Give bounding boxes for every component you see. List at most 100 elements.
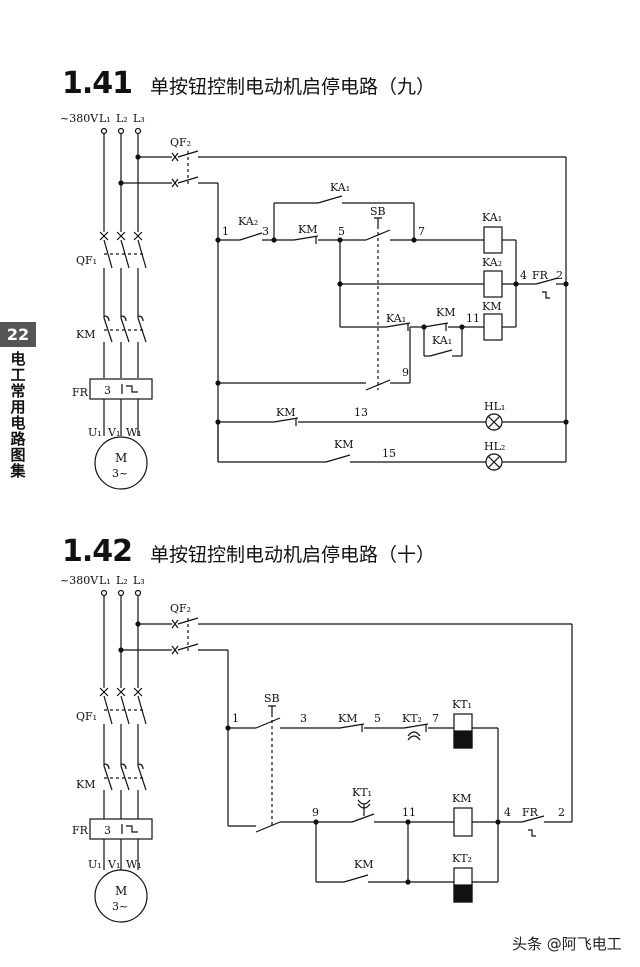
node-7: 7 [418, 225, 425, 238]
terminal-l2 [117, 127, 125, 135]
node-5b: 5 [374, 712, 381, 725]
qf2-label-2: QF₂ [170, 602, 191, 615]
km-no-contact [325, 454, 351, 463]
label-l2-2: L₂ [116, 574, 128, 587]
node-9: 9 [402, 366, 409, 379]
label-l3-2: L₃ [133, 574, 145, 587]
label-v1-2: V₁ [107, 858, 120, 871]
ka2-contact-label: KA₂ [238, 215, 258, 228]
node-4b: 4 [504, 806, 511, 819]
motor-label: M [115, 451, 127, 465]
motor-phase-2: 3~ [112, 900, 128, 913]
qf2-contact [171, 152, 179, 188]
coil-km [483, 313, 503, 341]
voltage-label-2: ~380V [60, 574, 99, 587]
qf2-contact-2 [171, 619, 179, 655]
km-nc3-contact [273, 417, 299, 426]
lamp-hl1-cross [487, 415, 501, 429]
km-no-label-2: KM [354, 858, 373, 871]
node-3b: 3 [300, 712, 307, 725]
fr-heater-box-2 [89, 818, 153, 840]
terminal-l2-2 [117, 589, 125, 597]
junction [513, 281, 519, 287]
qf1-blade [103, 695, 113, 725]
label-u1-2: U₁ [88, 858, 102, 871]
junction [495, 819, 501, 825]
sb-contact-b [255, 821, 281, 833]
ka1-no-label: KA₁ [432, 334, 452, 347]
node-1b: 1 [232, 712, 239, 725]
km-main-label: KM [76, 328, 95, 341]
junction [563, 281, 569, 287]
fr-contact-label-2: FR [522, 806, 539, 819]
qf2-label: QF₂ [170, 136, 191, 149]
coil-km-2 [453, 807, 473, 837]
fr-nc-contact [535, 277, 559, 299]
kt2-delay-contact [403, 723, 429, 741]
terminal-l3 [134, 127, 142, 135]
motor-phase: 3~ [112, 467, 128, 480]
km-no-label: KM [334, 438, 353, 451]
section-2-number: 1.42 [62, 534, 133, 569]
circuit-diagram-1-42: ~380V L₁ L₂ L₃ QF₂ QF₁ KM FR 3 U₁ V₁ W₁ … [60, 574, 573, 923]
motor-symbol [94, 436, 148, 490]
label-l1-2: L₁ [99, 574, 111, 587]
km-nc-label: KM [298, 223, 317, 236]
label-l3: L₃ [133, 112, 145, 125]
lamp-hl2-cross [487, 455, 501, 469]
sb-button-2 [268, 705, 276, 714]
coil-km-label-2: KM [452, 792, 471, 805]
coil-kt2-delay [453, 884, 473, 903]
node-2b: 2 [558, 806, 565, 819]
qf1-contacts-2 [99, 687, 143, 697]
book-title: 电工常用电路图集 [8, 351, 27, 479]
sb-button [374, 217, 382, 226]
watermark: 头条 @阿飞电工 [512, 935, 622, 953]
coil-kt1-delay [453, 730, 473, 749]
side-tab: 22 电工常用电路图集 [0, 322, 36, 479]
junction [135, 154, 141, 160]
label-l2: L₂ [116, 112, 128, 125]
node-13: 13 [354, 406, 368, 419]
qf2-blade [177, 176, 199, 184]
label-w1-2: W₁ [126, 858, 142, 871]
ka1-holding-label: KA₁ [330, 181, 350, 194]
section-1-header: 1.41 单按钮控制电动机启停电路（九） [62, 66, 435, 101]
node-1: 1 [222, 225, 229, 238]
junction [405, 879, 411, 885]
terminal-l1-2 [100, 589, 108, 597]
label-v1: V₁ [107, 426, 120, 439]
coil-kt1-label: KT₁ [452, 698, 472, 711]
coil-km-label: KM [482, 300, 501, 313]
coil-ka2-label: KA₂ [482, 256, 502, 269]
sb-label: SB [370, 205, 386, 218]
hl2-label: HL₂ [484, 440, 505, 453]
ka2-contact [239, 232, 263, 241]
km-nc-contact [293, 235, 319, 244]
ka1-holding-contact [317, 195, 343, 204]
sb-contact-a [255, 717, 281, 729]
node-2: 2 [556, 269, 563, 282]
junction [118, 647, 124, 653]
node-3: 3 [262, 225, 269, 238]
km-no-contact-2 [343, 874, 369, 883]
ka1-nc-contact [385, 322, 411, 331]
label-w1: W₁ [126, 426, 142, 439]
section-2-title: 单按钮控制电动机启停电路（十） [150, 544, 436, 566]
sb-label-2: SB [264, 692, 280, 705]
voltage-label: ~380V [60, 112, 99, 125]
junction [337, 281, 343, 287]
qf1-contacts [99, 231, 143, 241]
km-nc-contact-2 [339, 723, 365, 732]
section-1-number: 1.41 [62, 66, 133, 101]
kt1-delay-contact [351, 799, 375, 823]
fr-contact-label: FR [532, 269, 549, 282]
node-7b: 7 [432, 712, 439, 725]
fr-main-label-2: FR [72, 824, 89, 837]
node-4: 4 [520, 269, 527, 282]
fr-heater-symbol-2 [121, 824, 138, 834]
node-15: 15 [382, 447, 396, 460]
node-11b: 11 [402, 806, 416, 819]
coil-ka1-label: KA₁ [482, 211, 502, 224]
coil-kt2-label: KT₂ [452, 852, 472, 865]
